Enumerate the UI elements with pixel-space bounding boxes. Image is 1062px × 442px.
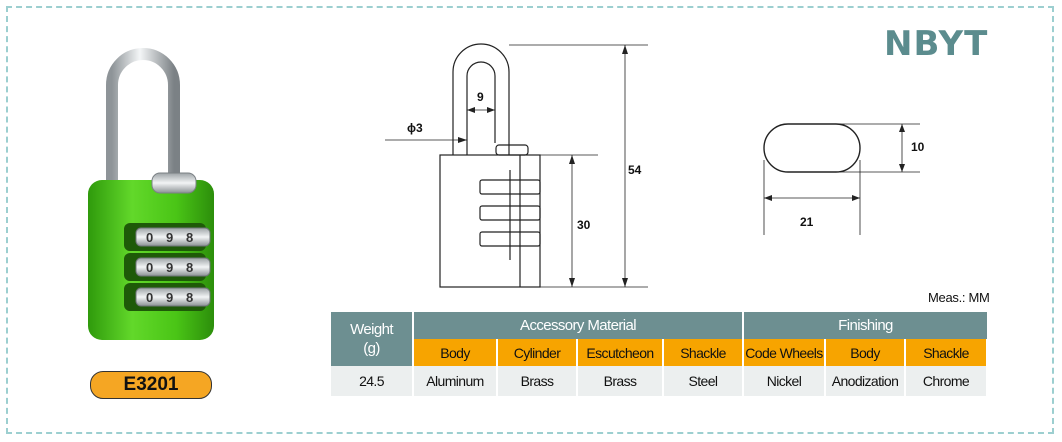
- drawing-shackle-inner: [466, 61, 496, 155]
- svg-text:0: 0: [146, 290, 153, 305]
- weight-header: Weight(g): [331, 312, 414, 366]
- spec-table: Weight(g) Accessory Material Finishing B…: [331, 312, 988, 396]
- accessory-material-header: Accessory Material: [413, 312, 743, 339]
- svg-text:0: 0: [146, 260, 153, 275]
- cell-body-finish: Anodization: [825, 366, 906, 396]
- finishing-header: Finishing: [742, 312, 987, 339]
- subheader-finish-body: Body: [825, 339, 906, 366]
- cell-shackle-finish: Chrome: [905, 366, 988, 396]
- drawing-shackle-outer: [452, 43, 510, 155]
- cross-section-oval: [763, 123, 861, 173]
- subheader-shackle: Shackle: [663, 339, 744, 366]
- table-header-row: Weight(g) Accessory Material Finishing: [331, 312, 987, 366]
- code-wheel[interactable]: 0 9 8: [135, 257, 211, 277]
- dim-oval-height: 10: [911, 140, 925, 154]
- code-wheel[interactable]: 0 9 8: [135, 227, 211, 247]
- brand-logo: NBYT: [884, 24, 989, 64]
- units-note: Meas.: MM: [928, 290, 990, 305]
- padlock-photo: 0 9 8 0 9 8 0 9 8: [88, 48, 214, 340]
- dim-shackle-diameter: ϕ3: [407, 121, 423, 135]
- cell-body-material: Aluminum: [413, 366, 498, 396]
- padlock-technical-drawing: 9 ϕ3 54 30: [385, 43, 648, 288]
- cell-escutcheon-material: Brass: [577, 366, 664, 396]
- svg-text:0: 0: [146, 230, 153, 245]
- cell-weight: 24.5: [331, 366, 414, 396]
- dim-shackle-width: 9: [477, 90, 484, 104]
- cell-code-wheels-finish: Nickel: [743, 366, 826, 396]
- shackle: [106, 48, 180, 190]
- svg-text:8: 8: [186, 290, 193, 305]
- table-subheader-row: Body Cylinder Escutcheon Shackle Code Wh…: [331, 339, 988, 366]
- svg-text:9: 9: [166, 290, 173, 305]
- table-row: 24.5 Aluminum Brass Brass Steel Nickel A…: [331, 366, 988, 396]
- subheader-cylinder: Cylinder: [497, 339, 578, 366]
- svg-text:8: 8: [186, 260, 193, 275]
- svg-text:9: 9: [166, 230, 173, 245]
- subheader-finish-shackle: Shackle: [905, 339, 988, 366]
- drawing-body: [439, 154, 541, 288]
- subheader-body: Body: [413, 339, 498, 366]
- shackle-cross-section-drawing: 10 21: [763, 123, 925, 235]
- subheader-code-wheels: Code Wheels: [743, 339, 826, 366]
- model-number-badge: E3201: [90, 371, 212, 399]
- dim-body-height: 30: [577, 218, 591, 232]
- dim-oval-width: 21: [800, 215, 814, 229]
- code-wheel[interactable]: 0 9 8: [135, 287, 211, 307]
- shackle-collar: [151, 172, 197, 194]
- cell-cylinder-material: Brass: [497, 366, 578, 396]
- cell-shackle-material: Steel: [663, 366, 744, 396]
- svg-text:9: 9: [166, 260, 173, 275]
- dashed-frame: [6, 6, 1054, 434]
- dim-total-height: 54: [628, 163, 642, 177]
- subheader-escutcheon: Escutcheon: [577, 339, 664, 366]
- svg-text:8: 8: [186, 230, 193, 245]
